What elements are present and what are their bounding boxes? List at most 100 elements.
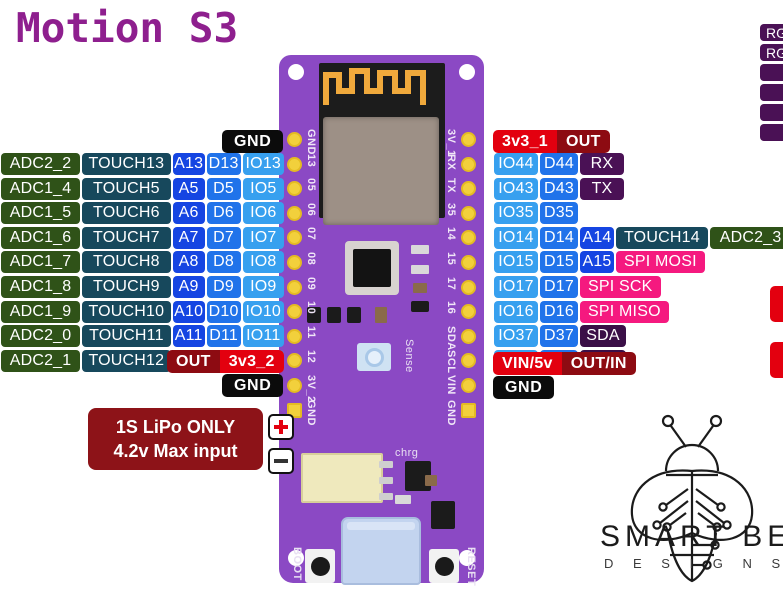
pin-pad	[461, 205, 476, 221]
label-io: IO13	[242, 153, 284, 175]
label-io: IO5	[242, 177, 284, 200]
usb-c-connector	[341, 517, 421, 585]
label-io: IO37	[494, 325, 538, 348]
pin-pad	[287, 230, 302, 246]
label-analog: A5	[172, 177, 205, 200]
smd-component	[411, 301, 429, 312]
label-adc: ADC1_5	[1, 202, 81, 225]
pin-silk-label: 16	[445, 301, 457, 315]
smd-resistor	[411, 265, 429, 274]
pin-silk-label: 06	[305, 202, 317, 217]
pin-pad	[461, 402, 476, 418]
legend-chip	[760, 64, 783, 81]
label-adc: ADC1_9	[1, 300, 81, 323]
label-analog: A11	[172, 325, 205, 348]
antenna-trace-icon	[323, 68, 426, 105]
label-3v3_2: OUT 3v3_2	[167, 350, 284, 373]
battery-warning-line2: 4.2v Max input	[113, 441, 238, 461]
smd-resistor	[411, 245, 429, 254]
pin-silk-label: GND	[305, 129, 317, 155]
smd-resistor	[395, 495, 411, 504]
label-digital: D5	[206, 177, 241, 200]
silk-reset-label: RESET	[465, 547, 477, 587]
label-analog: A10	[172, 300, 205, 323]
label-vin-out: OUT/IN	[561, 352, 636, 375]
brand-name: SMART BEE	[600, 520, 783, 553]
regulator-ic	[431, 501, 455, 529]
pin-pad	[461, 156, 476, 172]
label-gnd-bottom-left: GND	[222, 374, 284, 397]
smd-capacitor	[375, 307, 387, 323]
label-function: RX	[580, 153, 624, 175]
label-analog: A14	[580, 226, 614, 249]
legend-chip	[760, 84, 783, 101]
label-touch: TOUCH11	[82, 325, 171, 348]
label-analog: A7	[172, 226, 205, 249]
pin-silk-label: VIN	[445, 375, 457, 395]
legend-chip	[760, 124, 783, 141]
label-function: SDA	[580, 325, 626, 348]
label-analog: A6	[172, 202, 205, 225]
mounting-hole	[456, 61, 478, 83]
label-io: IO16	[494, 300, 538, 323]
pin-silk-label: RX	[445, 153, 457, 170]
label-digital: D9	[206, 276, 241, 298]
pin-silk-label: GND	[445, 399, 457, 426]
label-adc: ADC2_3	[709, 226, 783, 249]
legend-red-chip	[770, 286, 783, 322]
pin-silk-label: SDA	[445, 325, 457, 351]
label-io: IO6	[242, 202, 284, 225]
label-3v3_2-out: OUT	[167, 350, 220, 373]
pin-pad	[461, 353, 476, 369]
label-touch: TOUCH6	[82, 202, 171, 225]
smd-component	[347, 307, 361, 323]
smd-capacitor	[425, 475, 437, 486]
label-analog: A15	[580, 251, 614, 274]
pin-pad	[461, 328, 476, 344]
label-digital: D35	[540, 202, 578, 225]
label-adc: ADC1_8	[1, 276, 81, 298]
page-title: Motion S3	[16, 4, 239, 52]
boot-button[interactable]	[305, 549, 335, 583]
pin-silk-label: 10	[305, 301, 317, 315]
label-touch: TOUCH13	[82, 153, 171, 175]
motion-sensor-ic	[345, 241, 399, 295]
pin-pad	[287, 156, 302, 172]
pin-silk-label: 17	[445, 276, 457, 290]
smart-bee-logo-icon	[630, 414, 754, 583]
pin-pad	[287, 328, 302, 344]
legend-chip: RG	[760, 24, 783, 41]
label-touch: TOUCH9	[82, 276, 171, 298]
pin-silk-label: TX	[445, 178, 457, 194]
label-adc: ADC1_4	[1, 177, 81, 200]
label-digital: D17	[540, 276, 578, 298]
status-led	[357, 343, 391, 371]
legend-chip: RG	[760, 44, 783, 61]
label-vin-5v: VIN/5v OUT/IN	[493, 352, 636, 375]
label-digital: D44	[540, 153, 578, 175]
label-digital: D13	[206, 153, 241, 175]
pin-pad	[461, 132, 476, 147]
label-function: TOUCH14	[616, 226, 708, 249]
pin-pad	[287, 304, 302, 320]
reset-button[interactable]	[429, 549, 459, 583]
label-function: TX	[580, 177, 624, 200]
pin-pad	[287, 132, 302, 147]
pin-silk-label: 3V_1	[445, 129, 457, 157]
label-3v3_1-out: OUT	[557, 130, 610, 153]
label-touch: TOUCH7	[82, 226, 171, 249]
silk-sense-label: Sense	[403, 339, 415, 373]
label-digital: D11	[206, 325, 241, 348]
label-3v3_1-rail: 3v3_1	[493, 130, 557, 153]
mounting-hole	[285, 61, 307, 83]
pin-silk-label: 14	[445, 227, 457, 241]
label-adc: ADC2_1	[1, 349, 81, 372]
